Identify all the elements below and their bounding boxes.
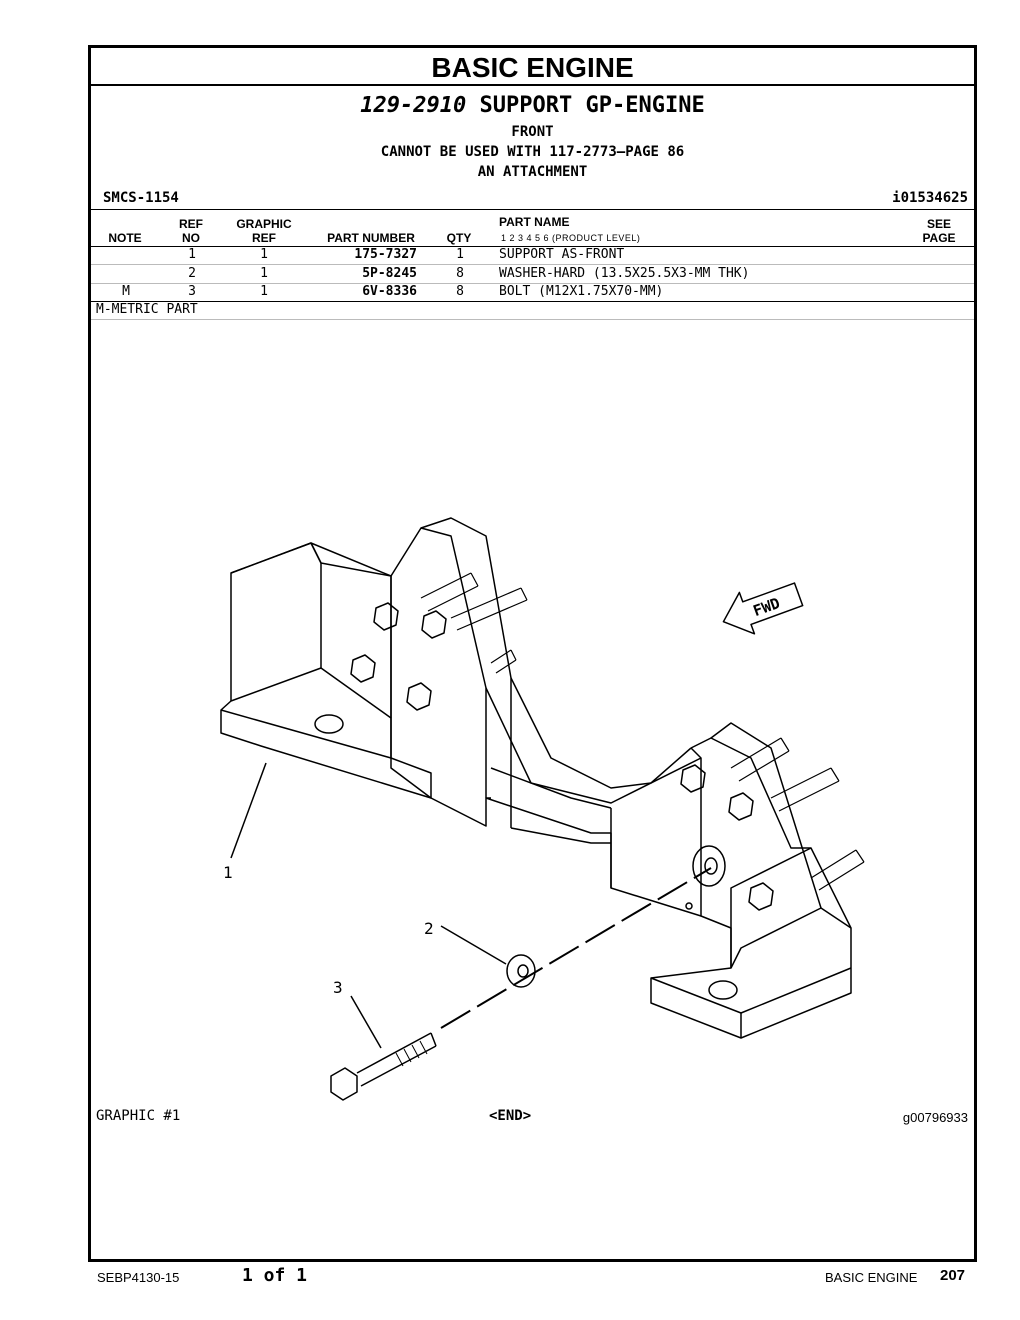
row-qty: 8 xyxy=(456,266,464,281)
illustration-id: i01534625 xyxy=(892,190,968,206)
header-graphic-bottom: REF xyxy=(252,231,276,245)
graphic-id: g00796933 xyxy=(902,1110,968,1125)
leader-line-1 xyxy=(230,762,267,859)
leader-line-3 xyxy=(350,995,382,1049)
main-plate xyxy=(310,542,491,827)
row-part-number: 175-7327 xyxy=(354,247,417,262)
footnote-rule xyxy=(91,319,974,320)
doc-number: SEBP4130-15 xyxy=(97,1270,180,1285)
leader-line-2 xyxy=(440,925,507,965)
header-ref-top: REF xyxy=(179,217,203,231)
right-bracket-hole xyxy=(708,980,738,1000)
row-ref: 1 xyxy=(188,247,196,262)
metric-footnote: M-METRIC PART xyxy=(96,302,198,317)
header-note: NOTE xyxy=(108,231,142,245)
row-ref: 2 xyxy=(188,266,196,281)
group-name: SUPPORT GP-ENGINE xyxy=(479,93,705,118)
left-bracket-hole xyxy=(314,714,344,734)
smcs-code: SMCS-1154 xyxy=(103,190,179,206)
callout-2: 2 xyxy=(424,919,434,938)
row-rule xyxy=(91,264,974,265)
group-title: 129-2910 SUPPORT GP-ENGINE xyxy=(91,93,974,118)
mount-washer xyxy=(692,845,726,887)
row-part-name: SUPPORT AS-FRONT xyxy=(499,247,625,262)
group-line-1: FRONT xyxy=(511,124,554,140)
row-part-name: WASHER-HARD (13.5X25.5X3-MM THK) xyxy=(499,266,750,281)
header-rule xyxy=(91,246,974,247)
section-title: BASIC ENGINE xyxy=(91,48,974,86)
fwd-arrow-icon: FWD xyxy=(722,582,804,635)
threaded-studs xyxy=(420,572,865,891)
row-note: M xyxy=(122,284,130,299)
header-see-bottom: PAGE xyxy=(922,231,956,245)
page-number: 207 xyxy=(940,1267,966,1284)
header-part-number: PART NUMBER xyxy=(327,231,415,245)
footer-section: BASIC ENGINE xyxy=(825,1270,918,1285)
row-qty: 8 xyxy=(456,284,464,299)
row-graphic: 1 xyxy=(260,266,268,281)
row-ref: 3 xyxy=(188,284,196,299)
callout-3: 3 xyxy=(333,978,343,997)
header-ref-bottom: NO xyxy=(182,231,200,245)
row-part-number: 5P-8245 xyxy=(362,266,417,281)
table-top-rule xyxy=(91,209,974,210)
group-line-2: CANNOT BE USED WITH 117-2773—PAGE 86 xyxy=(380,144,685,160)
page-of: 1 of 1 xyxy=(242,1265,308,1286)
group-number: 129-2910 xyxy=(360,93,467,118)
left-bracket-gusset xyxy=(230,542,322,701)
graphic-label: GRAPHIC #1 xyxy=(96,1108,181,1124)
row-rule xyxy=(91,283,974,284)
callout-1: 1 xyxy=(223,863,233,882)
loose-bolt xyxy=(330,1032,437,1101)
header-see-top: SEE xyxy=(926,217,951,231)
left-bracket-outline xyxy=(220,667,432,799)
right-bracket-outline xyxy=(650,907,852,1039)
loose-washer xyxy=(506,954,536,988)
row-graphic: 1 xyxy=(260,284,268,299)
row-part-number: 6V-8336 xyxy=(362,284,417,299)
header-graphic-top: GRAPHIC xyxy=(236,217,292,231)
row-graphic: 1 xyxy=(260,247,268,262)
page-frame: BASIC ENGINE 129-2910 SUPPORT GP-ENGINE … xyxy=(88,45,977,1262)
parts-illustration: 1 2 3 FWD xyxy=(220,517,865,1101)
end-label: <END> xyxy=(489,1108,532,1124)
assembly-line xyxy=(440,867,712,1029)
row-part-name: BOLT (M12X1.75X70-MM) xyxy=(499,284,664,299)
header-part-name: PART NAME xyxy=(499,215,570,229)
group-line-3: AN ATTACHMENT xyxy=(477,164,588,180)
row-rule xyxy=(91,301,974,302)
bolt-heads xyxy=(350,602,774,911)
header-product-levels: 1 2 3 4 5 6 (PRODUCT LEVEL) xyxy=(501,233,641,243)
row-qty: 1 xyxy=(456,247,464,262)
header-qty: QTY xyxy=(446,231,472,245)
